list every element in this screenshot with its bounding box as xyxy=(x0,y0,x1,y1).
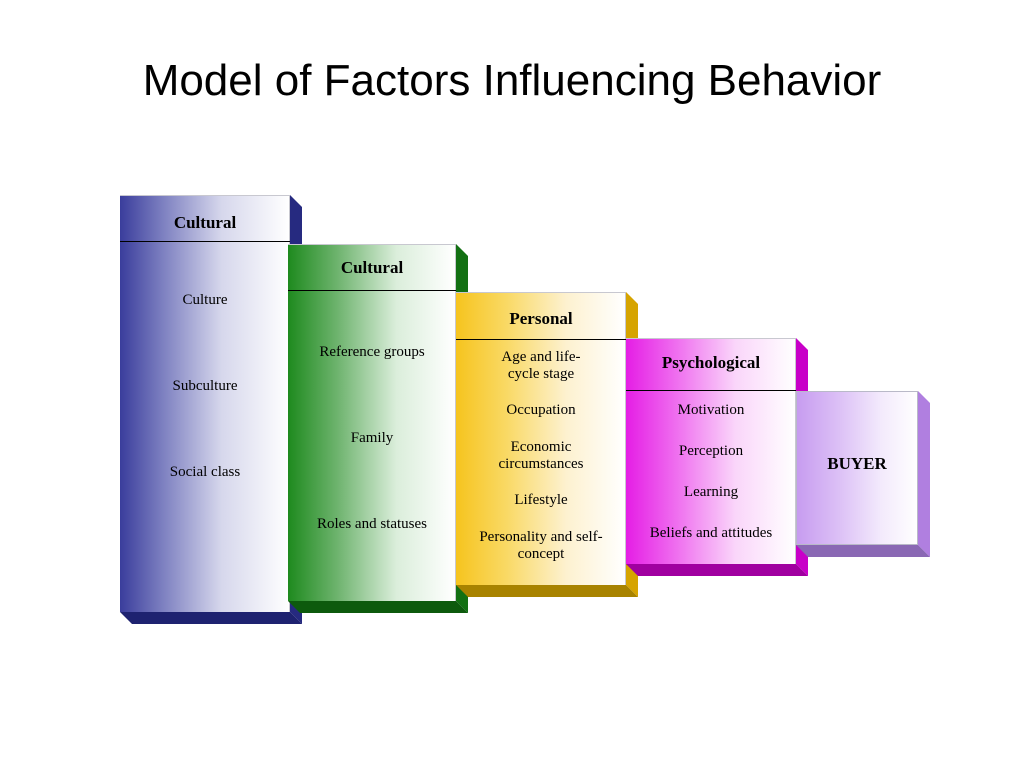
box-item: Roles and statuses xyxy=(317,516,427,532)
buyer-box-bottom xyxy=(796,545,930,557)
buyer-box-side xyxy=(918,391,930,557)
header-divider xyxy=(288,290,456,291)
box-item: Culture xyxy=(182,292,228,308)
box-item: Subculture xyxy=(172,378,238,394)
personal-box-bottom xyxy=(456,585,638,597)
box-header: Cultural xyxy=(340,258,404,277)
box-header: Cultural xyxy=(173,213,237,232)
cultural-factors-box: Cultural Culture Subculture Social class xyxy=(120,195,290,612)
box-header: Personal xyxy=(509,309,573,328)
box-item: Motivation xyxy=(677,402,745,418)
buyer-label: BUYER xyxy=(827,454,887,473)
box-item: Personality and self- concept xyxy=(479,529,603,562)
box-item: Beliefs and attitudes xyxy=(649,525,773,541)
social-box-bottom xyxy=(288,601,468,613)
header-divider xyxy=(456,339,626,340)
slide-title: Model of Factors Influencing Behavior xyxy=(142,56,882,105)
psychological-factors-box: Psychological Motivation Perception Lear… xyxy=(626,338,796,564)
box-item: Family xyxy=(350,430,394,446)
header-divider xyxy=(120,241,290,242)
cultural-box-bottom xyxy=(120,612,302,624)
box-header: Psychological xyxy=(661,353,761,372)
psychological-box-bottom xyxy=(626,564,808,576)
box-item: Reference groups xyxy=(319,344,425,360)
box-item: Occupation xyxy=(506,402,576,418)
buyer-box: BUYER xyxy=(796,391,918,545)
box-item: Lifestyle xyxy=(514,492,568,508)
box-item: Age and life- cycle stage xyxy=(501,349,581,382)
box-item: Perception xyxy=(678,443,744,459)
personal-factors-box: Personal Age and life- cycle stage Occup… xyxy=(456,292,626,585)
social-factors-box: Cultural Reference groups Family Roles a… xyxy=(288,244,456,601)
header-divider xyxy=(626,390,796,391)
box-item: Learning xyxy=(683,484,739,500)
box-item: Social class xyxy=(169,464,241,480)
box-item: Economic circumstances xyxy=(498,439,584,472)
